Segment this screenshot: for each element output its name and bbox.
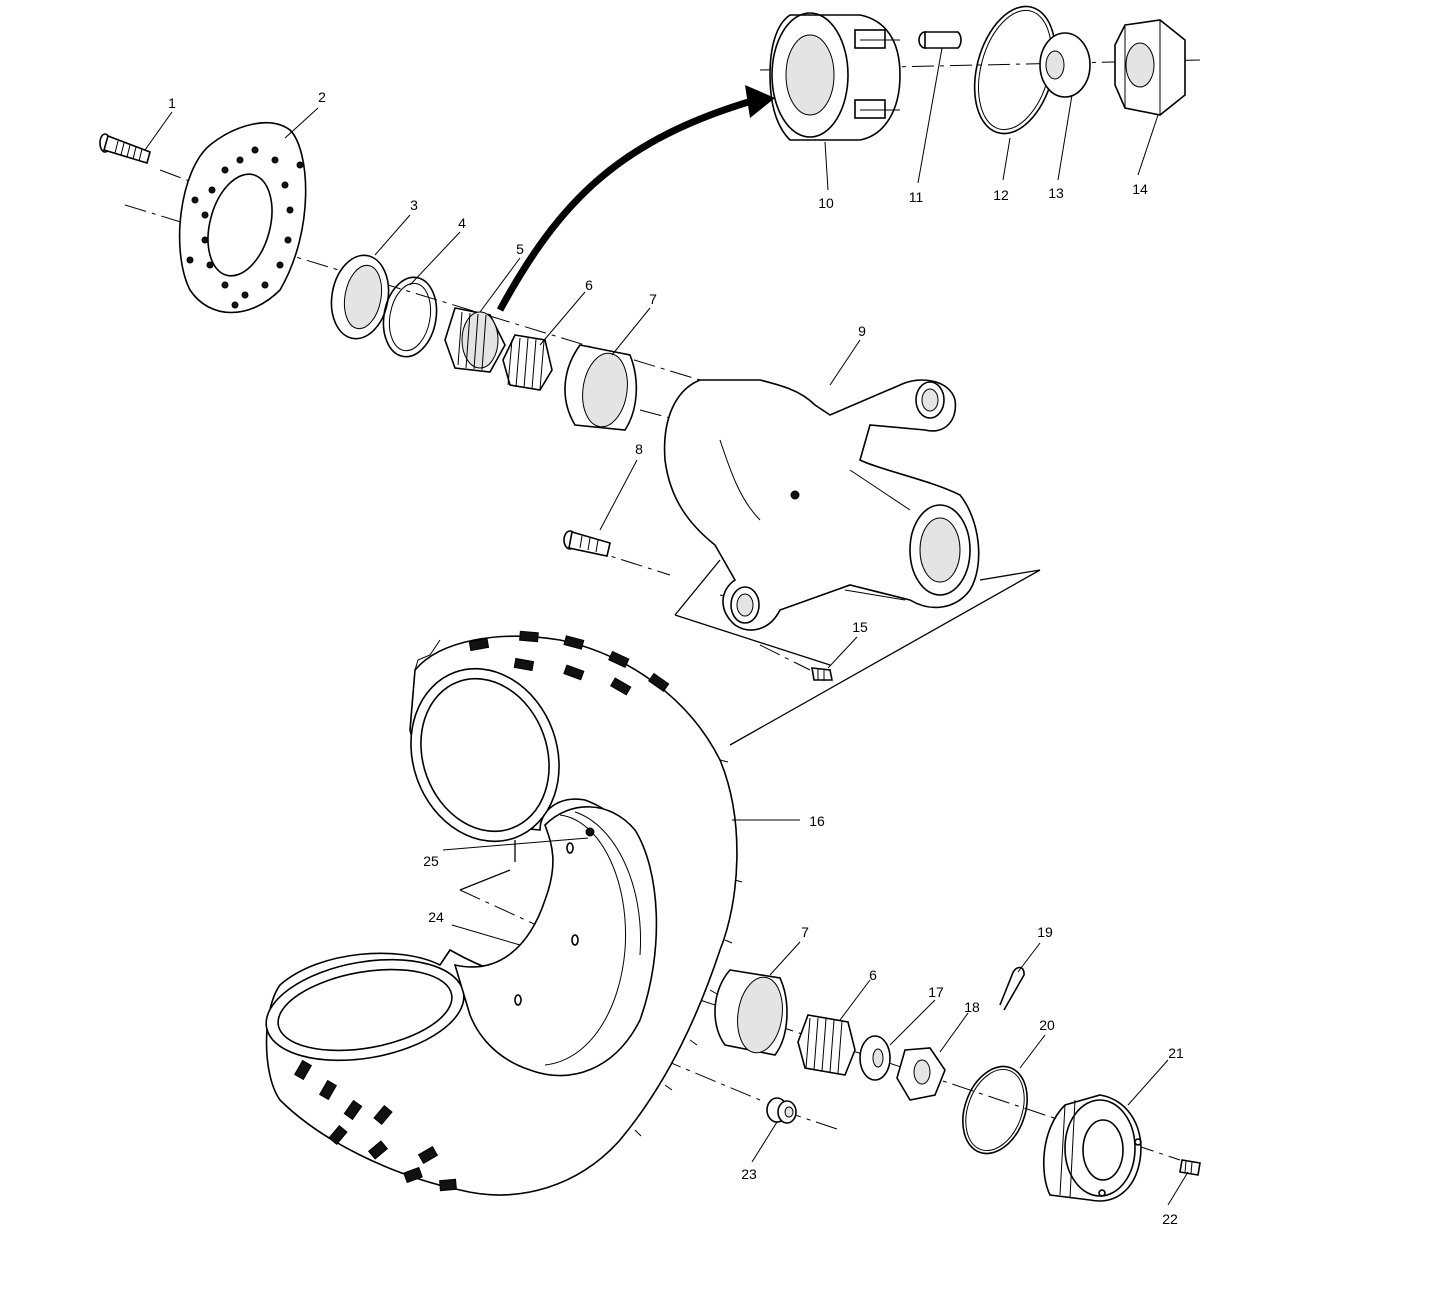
label-16: 16	[809, 813, 825, 829]
part-tire-16	[265, 630, 743, 1196]
part-race-7-lower	[714, 969, 788, 1056]
part-hub-cap-21	[1042, 1094, 1142, 1202]
label-20: 20	[1039, 1017, 1055, 1033]
label-2: 2	[318, 89, 326, 105]
part-labels: 1 2 3 4 5 6 7 8 9 10 11 12 13 14 15 16 7…	[168, 89, 1184, 1227]
part-washer-13	[1039, 32, 1091, 98]
part-seal-3	[330, 254, 390, 340]
label-14: 14	[1132, 181, 1148, 197]
label-18: 18	[964, 999, 980, 1015]
label-7-lower: 7	[801, 924, 809, 940]
part-brake-disc-2	[178, 122, 307, 314]
label-5: 5	[516, 241, 524, 257]
part-wheel-rim-24	[453, 806, 658, 1077]
part-bearing-6-upper	[502, 334, 553, 391]
part-pin-11	[918, 31, 962, 49]
label-12: 12	[993, 187, 1009, 203]
part-nipple-15	[811, 667, 833, 681]
label-7: 7	[649, 291, 657, 307]
label-22: 22	[1162, 1211, 1178, 1227]
label-17: 17	[928, 984, 944, 1000]
part-washer-17	[859, 1035, 891, 1081]
part-bearing-6-lower	[797, 1014, 856, 1076]
part-hub-knuckle-9	[663, 379, 980, 631]
label-6: 6	[585, 277, 593, 293]
label-25: 25	[423, 853, 439, 869]
part-cotter-pin-19	[999, 966, 1025, 1011]
label-1: 1	[168, 95, 176, 111]
part-clutch-5	[444, 307, 506, 373]
label-23: 23	[741, 1166, 757, 1182]
part-nut-14	[1114, 19, 1186, 116]
label-10: 10	[818, 195, 834, 211]
label-13: 13	[1048, 185, 1064, 201]
label-6-lower: 6	[869, 967, 877, 983]
label-19: 19	[1037, 924, 1053, 940]
part-oring-20	[962, 1065, 1028, 1155]
label-9: 9	[858, 323, 866, 339]
part-race-7-upper	[564, 344, 638, 431]
part-screw-22	[1179, 1159, 1201, 1176]
label-24: 24	[428, 909, 444, 925]
label-21: 21	[1168, 1045, 1184, 1061]
label-3: 3	[410, 197, 418, 213]
label-11: 11	[909, 189, 924, 205]
label-15: 15	[852, 619, 868, 635]
part-castle-nut-18	[896, 1047, 946, 1101]
part-valve-23	[766, 1097, 797, 1124]
part-bolt-1	[99, 133, 151, 165]
curved-arrow	[496, 85, 775, 312]
part-clutch-housing-10	[769, 12, 901, 141]
part-screw-8	[563, 530, 611, 557]
leader-lines	[144, 47, 1189, 1206]
label-8: 8	[635, 441, 643, 457]
label-4: 4	[458, 215, 466, 231]
